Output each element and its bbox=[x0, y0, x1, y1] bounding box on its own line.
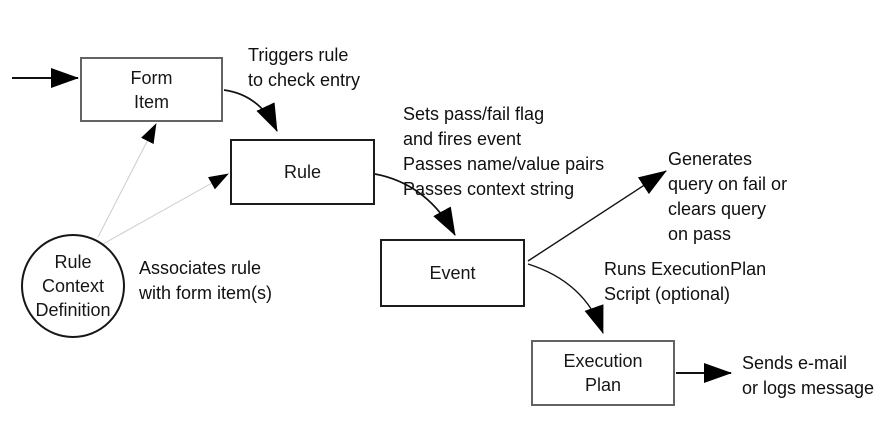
context-to-form-item-connector bbox=[97, 123, 157, 238]
rule-node: Rule bbox=[230, 139, 375, 205]
execution-plan-node: Execution Plan bbox=[531, 340, 675, 406]
form-item-to-rule-arrow bbox=[223, 89, 278, 132]
event-to-query-arrow bbox=[527, 170, 667, 262]
event-to-execution-plan-arrow bbox=[527, 263, 604, 334]
event-node: Event bbox=[380, 239, 525, 307]
event-label: Event bbox=[429, 263, 476, 283]
annotation-runs-execution-plan: Runs ExecutionPlan Script (optional) bbox=[604, 259, 767, 304]
execution-plan-label: Execution Plan bbox=[563, 351, 643, 395]
rule-label: Rule bbox=[283, 162, 322, 182]
annotation-sets-pass-fail: Sets pass/fail flag and fires event Pass… bbox=[403, 104, 605, 199]
form-item-label: Form Item bbox=[130, 67, 173, 112]
annotation-generates-query: Generates query on fail or clears query … bbox=[668, 149, 788, 244]
rule-context-definition-node: Rule Context Definition bbox=[21, 234, 125, 338]
annotation-sends-email: Sends e-mail or logs message bbox=[742, 353, 875, 398]
form-item-node: Form Item bbox=[80, 57, 223, 122]
rule-to-event-arrow bbox=[374, 173, 456, 236]
annotation-triggers-rule: Triggers rule to check entry bbox=[248, 45, 361, 90]
rule-context-definition-label: Rule Context Definition bbox=[35, 252, 111, 320]
annotation-associates-rule: Associates rule with form item(s) bbox=[139, 258, 273, 303]
context-to-rule-connector bbox=[102, 173, 229, 245]
